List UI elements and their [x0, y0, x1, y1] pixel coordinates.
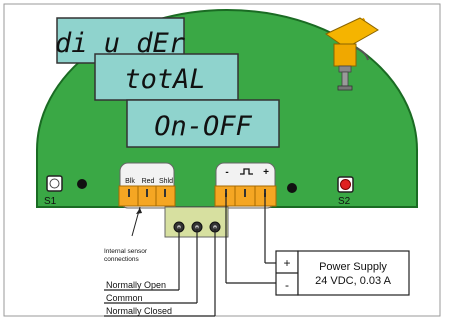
lcd-display-total: totAL — [94, 53, 239, 101]
s2-label: S2 — [338, 196, 351, 207]
sensor-terminal-block — [118, 162, 176, 209]
mounting-hole-left — [77, 179, 87, 189]
common-label: Common — [106, 293, 143, 303]
frame-border — [3, 3, 441, 317]
power-supply-minus: - — [285, 278, 289, 292]
power-terminal-label-plus: + — [263, 167, 269, 178]
s1-button[interactable] — [46, 175, 63, 192]
power-supply-plus: + — [283, 256, 290, 270]
s1-label: S1 — [44, 196, 57, 207]
lcd-display-onoff: On-OFF — [126, 99, 280, 148]
sensor-terminal-label-shld: Shld — [159, 178, 173, 185]
flow-sensor-icon — [325, 17, 379, 91]
pulse-icon — [240, 168, 253, 175]
power-supply-title: Power Supply — [319, 261, 387, 273]
sensor-terminal-label-blk: Blk — [125, 178, 135, 185]
power-terminal-label-minus: - — [225, 167, 228, 178]
sensor-terminal-label-red: Red — [142, 178, 155, 185]
power-supply-spec: 24 VDC, 0.03 A — [315, 275, 391, 287]
internal-sensor-label-line1: Internal sensor — [104, 248, 148, 255]
arrowhead — [136, 208, 142, 214]
internal-sensor-label-line2: connections — [104, 256, 139, 263]
power-supply-box — [275, 250, 410, 296]
normally-open-label: Normally Open — [106, 280, 166, 290]
lcd-text-onoff: On-OFF — [154, 111, 252, 142]
s2-button[interactable] — [337, 176, 354, 193]
normally-closed-label: Normally Closed — [106, 306, 172, 316]
lcd-text-total: totAL — [124, 64, 205, 95]
power-wires — [225, 193, 276, 284]
relay-wires — [104, 227, 216, 317]
mounting-hole-right — [287, 183, 297, 193]
power-terminal-block — [214, 162, 277, 209]
